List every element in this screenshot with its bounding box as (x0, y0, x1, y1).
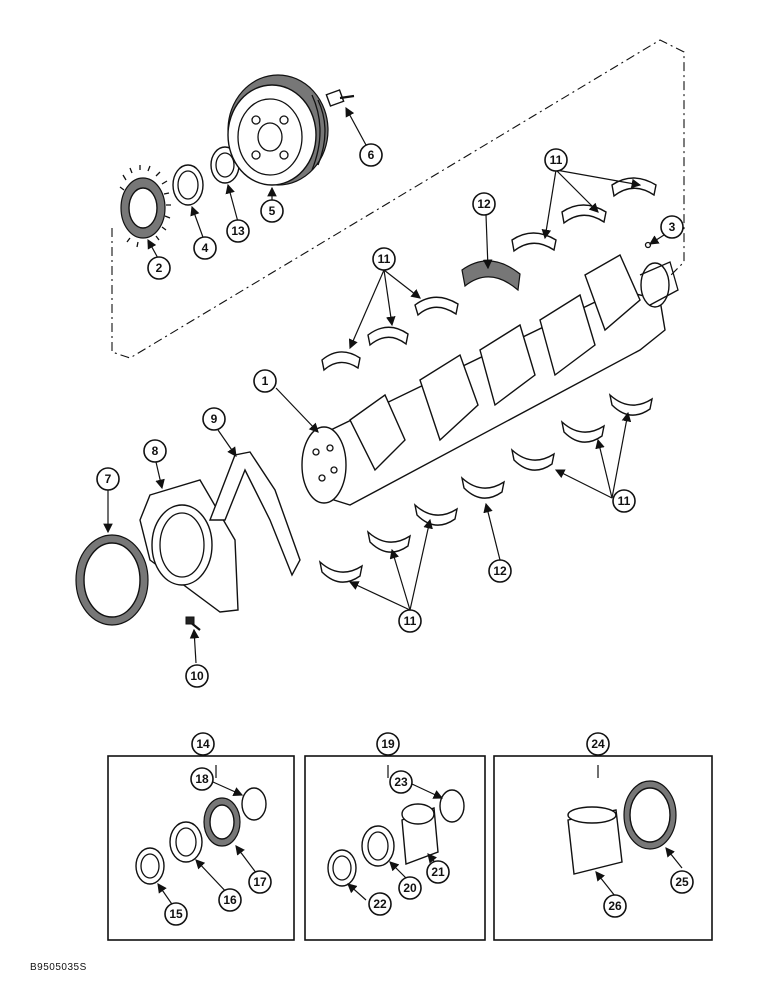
svg-text:23: 23 (394, 775, 408, 789)
image-code: B9505035S (30, 962, 87, 973)
svg-text:12: 12 (493, 564, 507, 578)
callout-4: 4 (193, 236, 217, 260)
svg-text:10: 10 (190, 669, 204, 683)
callout-1: 1 (253, 369, 277, 393)
svg-text:14: 14 (196, 737, 210, 751)
callout-8: 8 (143, 439, 167, 463)
callout-25: 25 (670, 870, 694, 894)
callout-24: 24 (586, 732, 610, 756)
svg-text:19: 19 (381, 737, 395, 751)
leader-lines (103, 106, 665, 664)
kit-14-parts (135, 787, 267, 885)
svg-text:6: 6 (368, 148, 375, 162)
kit-24-leaders (595, 765, 683, 897)
spacer-ring (172, 164, 204, 206)
callout-13: 13 (226, 219, 250, 243)
callout-11-lower-left: 11 (398, 609, 422, 633)
callout-2: 2 (147, 256, 171, 280)
housing-screw (185, 616, 201, 631)
callout-26: 26 (603, 894, 627, 918)
svg-text:26: 26 (608, 899, 622, 913)
kit-24-parts (567, 780, 677, 875)
svg-text:11: 11 (404, 614, 417, 628)
callout-11-lower-right: 11 (612, 489, 636, 513)
callout-9: 9 (202, 407, 226, 431)
callout-11-upper-left: 11 (372, 247, 396, 271)
callout-22: 22 (368, 892, 392, 916)
svg-text:15: 15 (169, 907, 183, 921)
crankshaft (301, 254, 679, 506)
damper-bolt (325, 89, 355, 107)
svg-text:12: 12 (477, 197, 491, 211)
crankshaft-gear (119, 165, 171, 248)
svg-text:4: 4 (202, 241, 209, 255)
callout-15: 15 (164, 902, 188, 926)
kit-19-parts (327, 789, 465, 887)
svg-text:8: 8 (152, 444, 159, 458)
svg-text:5: 5 (269, 204, 276, 218)
svg-text:21: 21 (431, 865, 445, 879)
svg-text:11: 11 (378, 252, 391, 266)
kit-19-leaders (347, 765, 444, 901)
svg-text:16: 16 (223, 893, 237, 907)
vibration-damper (227, 74, 329, 186)
callout-23: 23 (389, 770, 413, 794)
svg-text:22: 22 (373, 897, 387, 911)
callout-12-lower: 12 (488, 559, 512, 583)
svg-text:24: 24 (591, 737, 605, 751)
dashed-group-outline (111, 39, 685, 359)
svg-text:9: 9 (211, 412, 218, 426)
callout-16: 16 (218, 888, 242, 912)
svg-text:3: 3 (669, 220, 676, 234)
callout-12-upper: 12 (472, 192, 496, 216)
svg-text:1: 1 (262, 374, 269, 388)
callout-5: 5 (260, 199, 284, 223)
kit-box-14 (107, 755, 295, 941)
svg-text:25: 25 (675, 875, 689, 889)
kit-box-19 (304, 755, 486, 941)
svg-text:17: 17 (253, 875, 267, 889)
callout-20: 20 (398, 876, 422, 900)
callout-11-upper-right: 11 (544, 148, 568, 172)
callout-17: 17 (248, 870, 272, 894)
callout-6: 6 (359, 143, 383, 167)
svg-text:2: 2 (156, 261, 163, 275)
kit-box-24 (493, 755, 713, 941)
callout-19: 19 (376, 732, 400, 756)
callout-14: 14 (191, 732, 215, 756)
svg-text:18: 18 (195, 772, 209, 786)
svg-text:11: 11 (550, 153, 563, 167)
svg-text:20: 20 (403, 881, 417, 895)
housing-gasket (208, 451, 301, 577)
callout-18: 18 (190, 767, 214, 791)
callout-3: 3 (660, 215, 684, 239)
callout-10: 10 (185, 664, 209, 688)
rear-seal (75, 534, 149, 626)
upper-bearing-shells (321, 177, 657, 372)
callout-21: 21 (426, 860, 450, 884)
svg-text:13: 13 (231, 224, 245, 238)
svg-text:7: 7 (105, 472, 112, 486)
callout-7: 7 (96, 467, 120, 491)
svg-text:11: 11 (618, 494, 631, 508)
lower-bearing-shells (318, 393, 654, 583)
